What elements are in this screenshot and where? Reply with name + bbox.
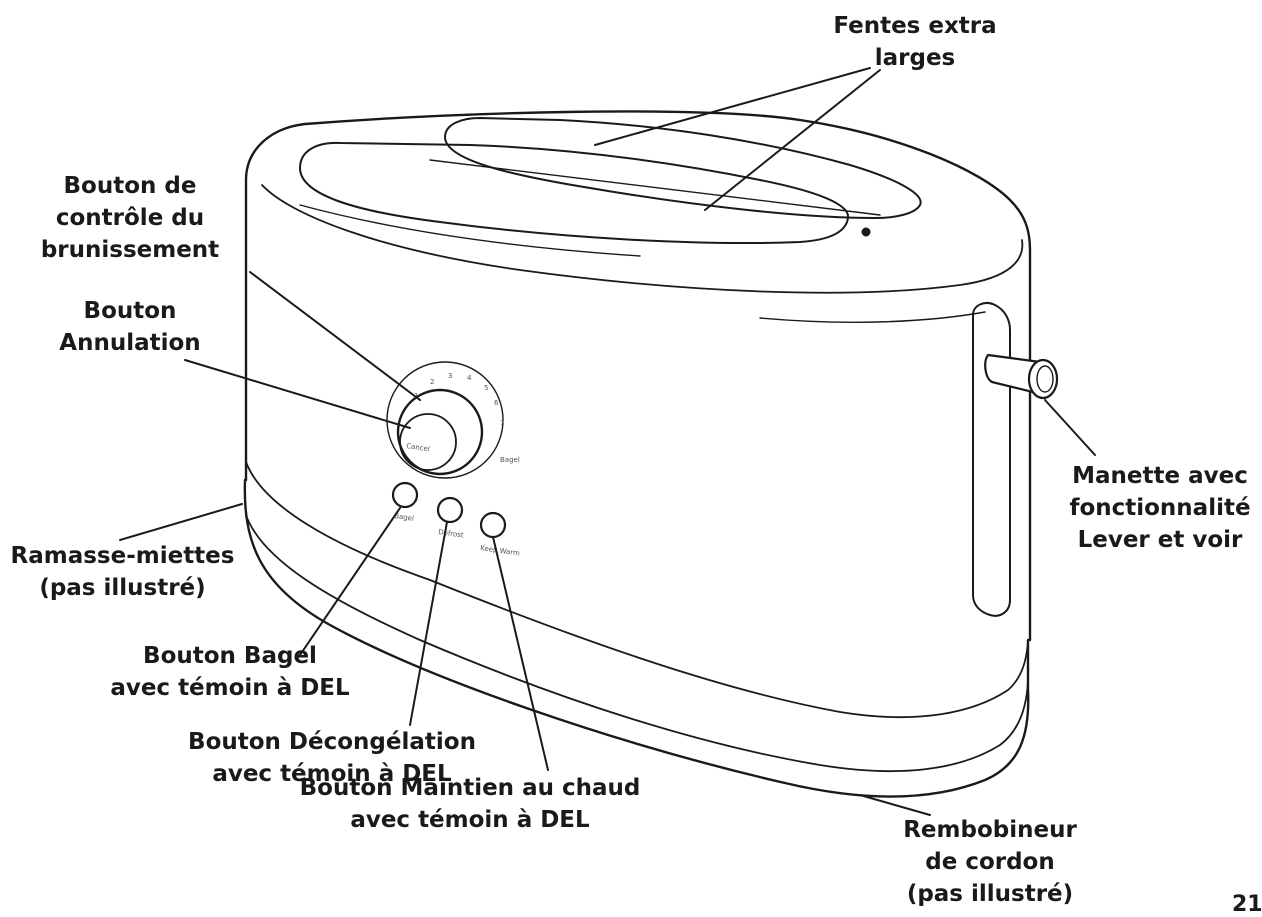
dial-ring [386,361,504,479]
page-number: 21 [1232,892,1262,917]
toaster-body [244,110,1032,642]
label-bagel-button: Bouton Bagel avec témoin à DEL [110,643,350,701]
label-defrost-button: Bouton Décongélation avec témoin à DEL [188,729,476,787]
defrost-caption: Defrost [438,528,465,540]
cancel-button-face [399,413,457,471]
browning-knob [396,388,484,476]
bagel-button-shape [391,481,419,509]
leader-cord [859,794,931,816]
lever-slot [972,302,1011,617]
leader-keep-warm [492,536,549,771]
dial-number: 6 [494,399,499,407]
keep-warm-caption: Keep Warm [480,544,521,557]
label-keep-warm-button: Bouton Maintien au chaud avec témoin à D… [299,775,641,833]
dial-number: 3 [448,372,452,380]
leader-defrost [409,521,448,726]
lever-knob-face [1036,365,1054,393]
dial-cancel-text: Cancel [406,442,431,453]
leader-cancel [184,359,411,429]
dial-number: 2 [430,378,434,386]
leader-browning [249,271,421,401]
indicator-dot [861,227,871,237]
toaster-base-line [245,514,1029,772]
slot-divider [429,159,881,216]
label-slots: Fentes extra larges [833,13,997,71]
label-cancel-button: Bouton Annulation [59,298,201,356]
leader-crumb [119,503,243,541]
keep-warm-button-shape [479,511,507,539]
dial-number: 5 [484,384,488,392]
label-cord-wrap: Rembobineur de cordon (pas illustré) [903,817,1077,907]
dial-number: 4 [467,374,472,382]
label-browning-knob: Bouton de contrôle du brunissement [40,173,220,263]
bagel-caption: Bagel [394,512,415,523]
leader-lever [1044,399,1096,456]
slot-back [444,117,922,219]
toaster-body-band [245,461,1029,719]
toaster-top-rim-inner [299,204,641,257]
dial-number: 7 [500,419,504,427]
leader-bagel [299,507,401,656]
toaster-top-rim-inner-2 [759,311,986,323]
toaster-top-rim [261,184,1024,294]
slot-front [299,141,850,245]
toaster-base [243,478,1030,798]
label-lever: Manette avec fonctionnalité Lever et voi… [1069,463,1251,553]
leader-slots-1 [594,67,871,146]
leader-slots-2 [704,69,881,211]
defrost-button-shape [436,496,464,524]
dial-end-text: Bagel [500,456,520,464]
label-crumb-tray: Ramasse-miettes (pas illustré) [10,543,235,601]
